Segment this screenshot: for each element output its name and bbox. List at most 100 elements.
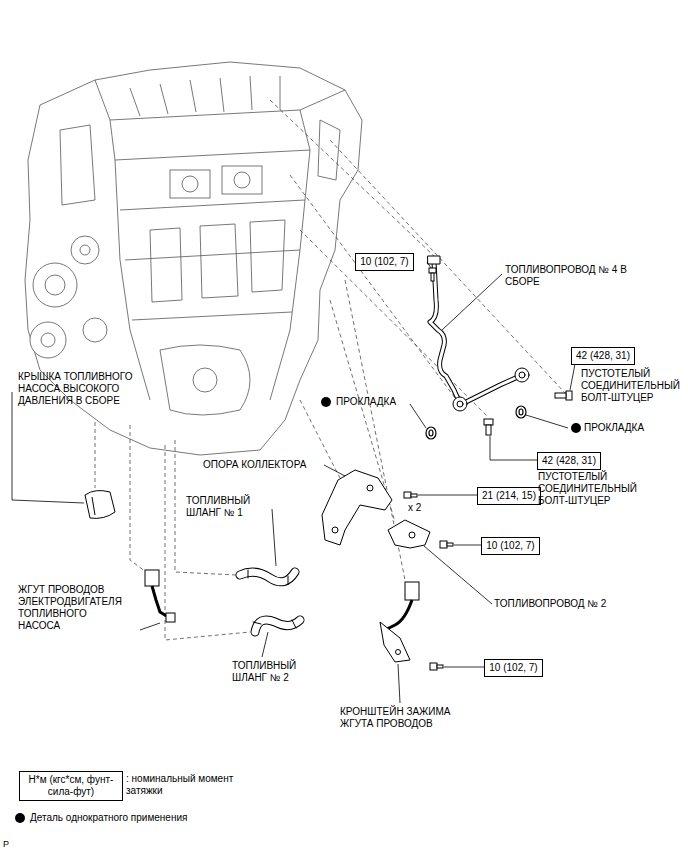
part-label: ПРОКЛАДКА xyxy=(336,396,396,408)
part-label: ПУСТОТЕЛЫЙ СОЕДИНИТЕЛЬНЫЙ БОЛТ-ШТУЦЕР xyxy=(538,471,653,507)
part-label: ТОПЛИВНЫЙ ШЛАНГ № 1 xyxy=(186,495,266,519)
fuel-hose xyxy=(248,570,288,584)
leader-line xyxy=(12,392,84,503)
alignment-line xyxy=(270,100,434,256)
gasket xyxy=(516,406,526,418)
engine-illustration xyxy=(193,368,217,392)
part-label: ОПОРА КОЛЛЕКТОРА xyxy=(203,459,306,471)
bolt xyxy=(411,494,417,497)
wire-harness xyxy=(145,570,159,586)
leader-line xyxy=(410,404,426,428)
fuel-pipe xyxy=(457,401,463,407)
pump-cover xyxy=(85,491,115,519)
leader-line xyxy=(140,623,160,630)
single-use-dot xyxy=(321,397,331,407)
leader-line xyxy=(324,465,345,476)
fuel-pipe-bracket xyxy=(388,520,430,548)
leader-line xyxy=(454,545,481,546)
pump-cover xyxy=(92,497,95,515)
wire-harness xyxy=(166,613,175,622)
manifold-support xyxy=(367,485,373,491)
torque-box: 10 (102, 7) xyxy=(355,253,414,271)
torque-value: 10 (102, 7) xyxy=(486,540,535,552)
engine-illustration xyxy=(120,200,305,320)
fuel-hose xyxy=(253,620,296,628)
part-label: ТОПЛИВНЫЙ ШЛАНГ № 2 xyxy=(232,660,312,684)
torque-box: 10 (102, 7) xyxy=(481,537,540,555)
torque-value: 21 (214, 15) xyxy=(482,490,536,502)
part-label: ПУСТОТЕЛЫЙ СОЕДИНИТЕЛЬНЫЙ БОЛТ-ШТУЦЕР xyxy=(581,368,685,404)
engine-illustration xyxy=(95,80,345,120)
engine-illustration xyxy=(222,166,262,194)
fuel-pipe xyxy=(519,372,525,378)
quantity-note: x 2 xyxy=(408,502,421,514)
torque-value: 10 (102, 7) xyxy=(489,662,538,674)
bolt xyxy=(431,273,434,281)
fuel-pipe xyxy=(515,368,529,382)
part-label: ЖГУТ ПРОВОДОВ ЭЛЕКТРОДВИГАТЕЛЯ ТОПЛИВНОГ… xyxy=(18,584,130,632)
fuel-pipe-bracket xyxy=(388,520,430,548)
single-use-dot xyxy=(15,397,581,823)
engine-illustration xyxy=(110,110,310,160)
leader-line xyxy=(398,664,400,703)
alignment-line xyxy=(290,175,455,398)
legend-text: Деталь однократного применения xyxy=(30,812,187,824)
single-use-dot xyxy=(15,813,25,823)
single-use-dot xyxy=(571,423,581,433)
bolt xyxy=(404,492,411,498)
gasket xyxy=(426,406,526,439)
leader-line xyxy=(526,415,568,428)
pump-cover xyxy=(85,491,115,519)
part-label: ПРОКЛАДКА xyxy=(584,422,644,434)
engine-illustration xyxy=(60,125,95,205)
engine-illustration xyxy=(234,172,250,188)
bolt xyxy=(555,393,566,398)
bolt xyxy=(484,419,493,425)
leader-line xyxy=(262,632,268,657)
leader-line xyxy=(490,436,537,460)
torque-box: 42 (428, 31) xyxy=(537,452,601,470)
torque-box: 10 (102, 7) xyxy=(484,659,543,677)
bolt xyxy=(566,391,572,400)
alignment-line xyxy=(95,100,565,640)
clamp-bracket xyxy=(385,600,412,630)
leader-line xyxy=(272,509,276,566)
clamp-bracket xyxy=(380,622,410,662)
torque-value: 42 (428, 31) xyxy=(542,455,596,467)
leader-line xyxy=(12,262,575,703)
bolt xyxy=(440,541,447,548)
engine-illustration xyxy=(30,322,66,358)
torque-value: 42 (428, 31) xyxy=(576,350,630,362)
leader-line xyxy=(427,262,431,268)
legend-text: : номинальный момент затяжки xyxy=(126,773,236,797)
engine-illustration xyxy=(83,318,107,342)
clamp-bracket xyxy=(396,650,401,655)
alignment-line xyxy=(95,422,96,488)
engine-illustration xyxy=(71,236,99,264)
part-label: ТОПЛИВОПРОВОД № 4 В СБОРЕ xyxy=(505,264,627,288)
engine-illustration xyxy=(160,345,250,415)
bolt xyxy=(486,425,491,435)
engine-illustration xyxy=(270,150,310,400)
gasket xyxy=(426,427,436,439)
leader-line xyxy=(444,667,484,668)
manifold-support xyxy=(322,470,392,545)
gasket xyxy=(519,409,523,415)
torque-box: 42 (428, 31) xyxy=(571,347,635,365)
bolt xyxy=(430,663,437,670)
leader-line xyxy=(442,274,502,330)
alignment-line xyxy=(130,425,146,572)
fuel-hose xyxy=(240,570,300,632)
engine-illustration xyxy=(130,76,280,116)
engine-illustration xyxy=(182,176,198,192)
engine-illustration xyxy=(45,275,65,295)
clamp-bracket xyxy=(380,582,419,662)
leader-line xyxy=(418,495,477,496)
torque-box: 21 (214, 15) xyxy=(477,487,541,505)
engine-illustration xyxy=(33,263,77,307)
torque-value: 10 (102, 7) xyxy=(360,256,409,268)
alignment-line xyxy=(165,445,250,640)
engine-illustration xyxy=(115,160,150,400)
gasket xyxy=(429,430,433,436)
